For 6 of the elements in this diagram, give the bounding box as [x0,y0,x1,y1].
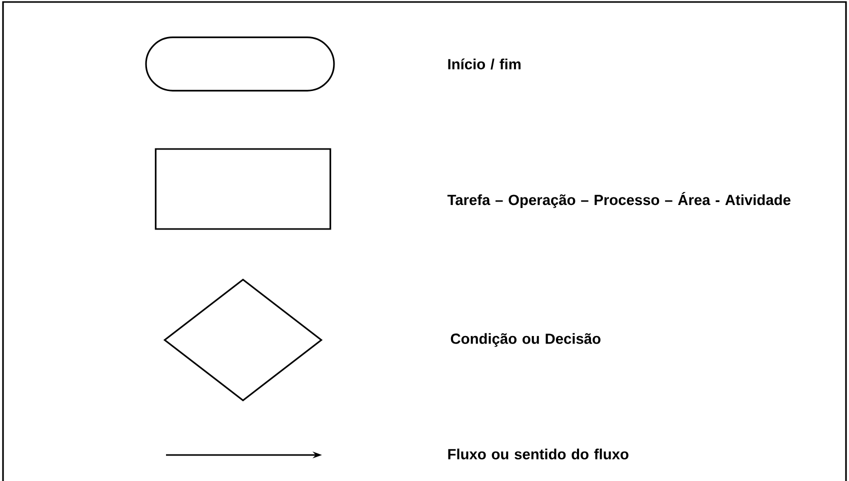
legend-label: Início / fim [448,58,521,70]
legend-label: Condição ou Decisão [450,333,600,347]
process-symbol [154,148,332,230]
legend-label: Fluxo ou sentido do fluxo [448,448,628,460]
terminal-symbol [145,36,335,92]
legend-label: Tarefa – Operação – Processo – Área - Atividade [447,192,790,208]
